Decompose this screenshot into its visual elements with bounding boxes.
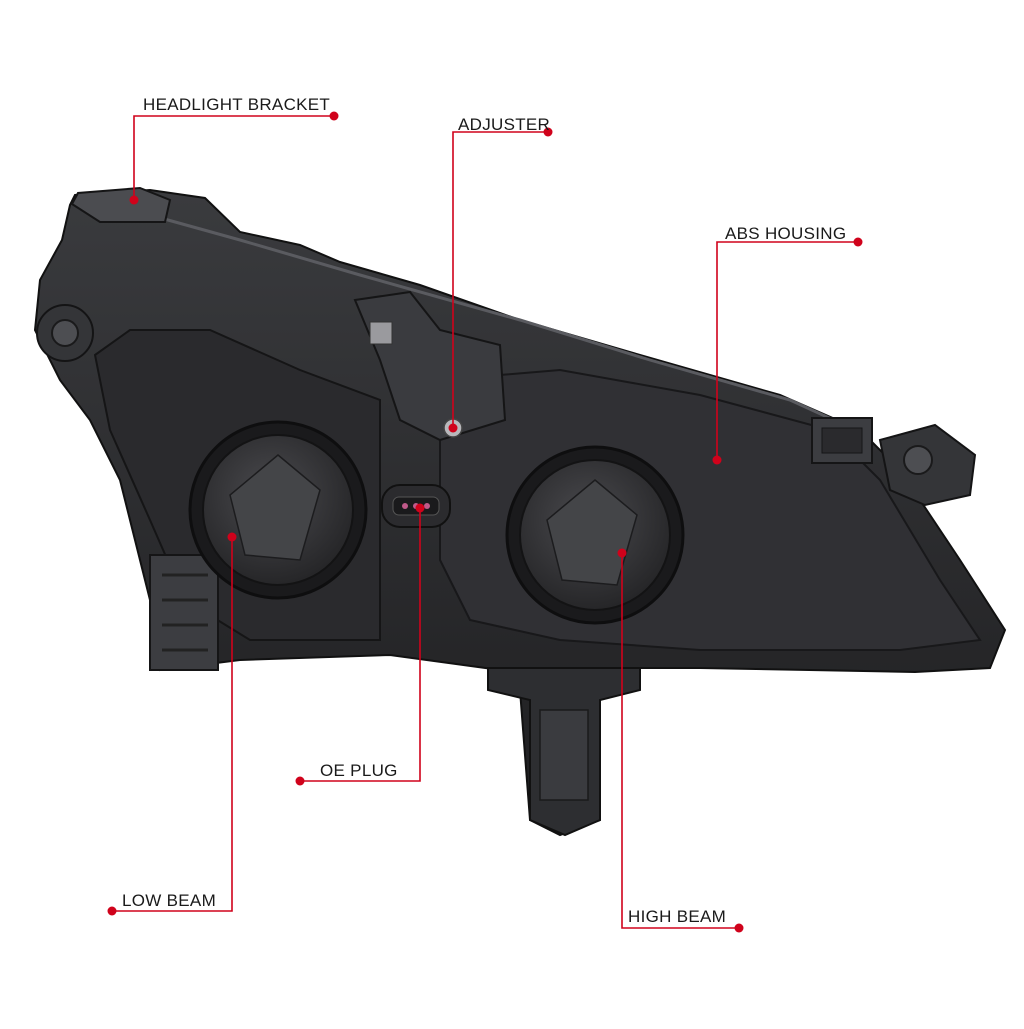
callout-dot-headlight-bracket-target — [129, 195, 139, 205]
callout-dot-abs-housing-label — [853, 237, 863, 247]
bracket-shape — [70, 186, 172, 223]
callout-line-adjuster — [452, 131, 548, 428]
callout-line-low-beam — [112, 537, 233, 912]
left-mount-eye — [36, 304, 94, 362]
callout-label-headlight-bracket: HEADLIGHT BRACKET — [143, 95, 331, 114]
left-lower-clip — [149, 554, 219, 671]
right-mount-eye — [878, 423, 977, 507]
high-beam-cap — [505, 445, 685, 625]
callout-label-abs-housing: ABS HOUSING — [725, 224, 847, 243]
callout-label-low-beam: LOW BEAM — [122, 891, 217, 910]
callout-line-headlight-bracket — [133, 115, 334, 200]
callout-label-high-beam: HIGH BEAM — [628, 907, 727, 926]
adjuster-assembly — [353, 290, 507, 442]
callout-dot-oe-plug-label — [295, 776, 305, 786]
callout-dot-headlight-bracket-label — [329, 111, 339, 121]
callout-lines — [107, 111, 863, 933]
callout-dot-adjuster-target — [448, 423, 458, 433]
callout-dot-low-beam-label — [107, 906, 117, 916]
callout-label-oe-plug: OE PLUG — [320, 761, 398, 780]
callout-line-abs-housing — [716, 241, 858, 460]
callout-line-high-beam — [621, 553, 739, 929]
callout-line-oe-plug — [300, 508, 421, 782]
right-side-clip — [811, 417, 873, 464]
callout-dot-low-beam-target — [227, 532, 237, 542]
leveling-motor — [487, 667, 641, 837]
callout-dot-high-beam-label — [734, 923, 744, 933]
callout-dot-abs-housing-target — [712, 455, 722, 465]
callout-dot-high-beam-target — [617, 548, 627, 558]
low-beam-cap — [188, 420, 368, 600]
callout-dot-adjuster-label — [543, 127, 553, 137]
housing-top-ridge — [149, 213, 861, 434]
callout-label-adjuster: ADJUSTER — [458, 115, 551, 134]
callout-dot-oe-plug-target — [415, 503, 425, 513]
